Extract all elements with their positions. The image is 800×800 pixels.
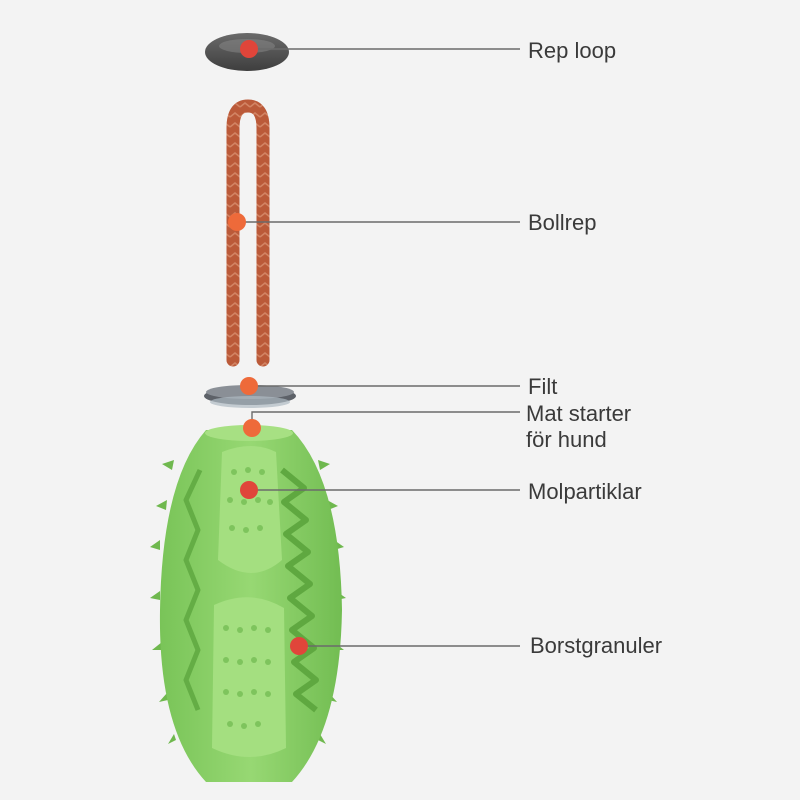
marker-dot-borstgranuler: [290, 637, 308, 655]
callout-bollrep: Bollrep: [528, 210, 597, 235]
callout-rep-loop: Rep loop: [528, 38, 617, 63]
callout-mat-starter-line2: för hund: [526, 427, 607, 452]
toy-ball-body: [150, 425, 346, 782]
bollrep-rope: [226, 99, 270, 367]
callout-molpartiklar: Molpartiklar: [528, 479, 642, 504]
marker-dot-filt: [240, 377, 258, 395]
callout-borstgranuler: Borstgranuler: [530, 633, 663, 658]
marker-dot-molpartiklar: [240, 481, 258, 499]
callout-mat-starter-line1: Mat starter: [526, 401, 632, 426]
callout-mat-starter: Mat starter för hund: [526, 401, 631, 453]
marker-dot-bollrep: [228, 213, 246, 231]
callout-filt: Filt: [528, 374, 558, 399]
marker-dot-mat-starter: [243, 419, 261, 437]
leader-mat-starter: [251, 411, 520, 428]
marker-dot-rep-loop: [240, 40, 258, 58]
